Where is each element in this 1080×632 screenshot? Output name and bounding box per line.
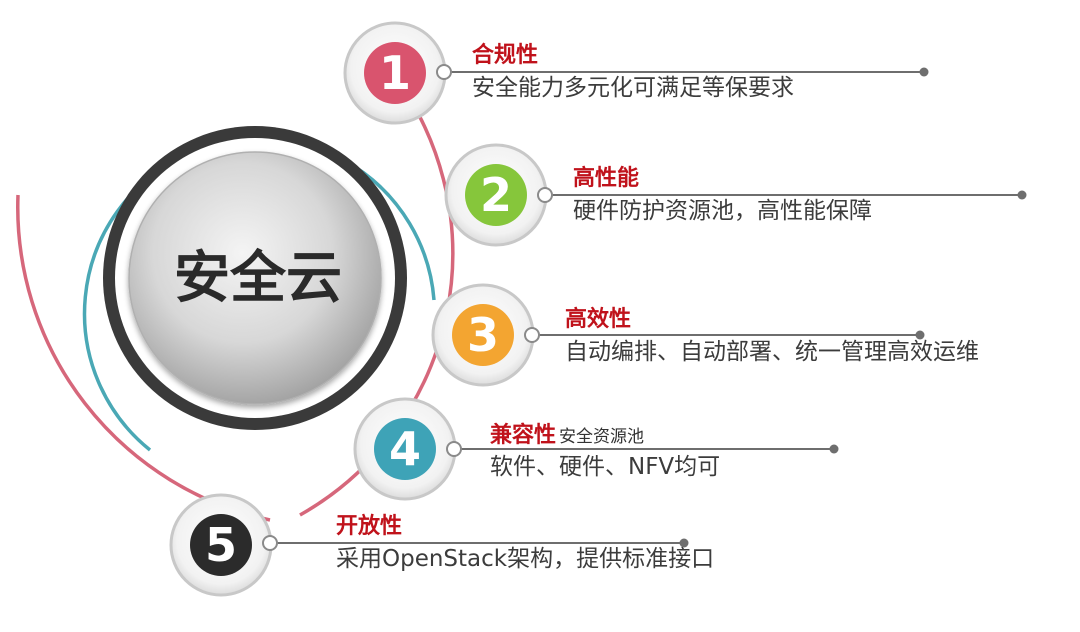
feature-title: 高效性: [565, 306, 631, 332]
item-3: 3 高效性 自动编排、自动部署、统一管理高效运维: [431, 283, 979, 387]
feature-description: 采用OpenStack架构，提供标准接口: [336, 546, 714, 572]
center-disc: [128, 151, 382, 405]
number-badge: [364, 42, 426, 104]
number-label: 4: [389, 422, 421, 476]
feature-title: 高性能: [573, 165, 639, 191]
ring-connector-dot: [262, 535, 278, 551]
ring-connector-dot: [446, 441, 462, 457]
number-badge: [190, 514, 252, 576]
feature-title: 合规性: [472, 42, 538, 68]
ring-connector-dot: [436, 64, 452, 80]
feature-extra-label: 安全资源池: [559, 427, 644, 447]
feature-title: 兼容性: [490, 422, 556, 448]
number-label: 1: [379, 46, 411, 100]
feature-title: 开放性: [336, 513, 402, 539]
number-label: 3: [467, 308, 499, 362]
center-label: 安全云: [174, 246, 342, 311]
number-badge: [465, 164, 527, 226]
number-label: 2: [480, 168, 512, 222]
connector-end-dot: [915, 330, 925, 340]
connector-end-dot: [679, 538, 689, 548]
number-badge: [374, 418, 436, 480]
feature-description: 硬件防护资源池，高性能保障: [573, 198, 872, 224]
item-1: 1 合规性 安全能力多元化可满足等保要求: [343, 21, 929, 125]
feature-description: 自动编排、自动部署、统一管理高效运维: [565, 339, 979, 365]
connector-end-dot: [829, 444, 839, 454]
feature-description: 软件、硬件、NFV均可: [490, 454, 720, 480]
item-5: 5 开放性 采用OpenStack架构，提供标准接口: [169, 493, 714, 597]
connector-end-dot: [919, 67, 929, 77]
number-label: 5: [205, 518, 237, 572]
feature-description: 安全能力多元化可满足等保要求: [472, 75, 794, 101]
ring-connector-dot: [537, 187, 553, 203]
connector-end-dot: [1017, 190, 1027, 200]
number-badge: [452, 304, 514, 366]
ring-connector-dot: [524, 327, 540, 343]
item-4: 4 兼容性 安全资源池 软件、硬件、NFV均可: [353, 397, 839, 501]
item-2: 2 高性能 硬件防护资源池，高性能保障: [444, 143, 1027, 247]
